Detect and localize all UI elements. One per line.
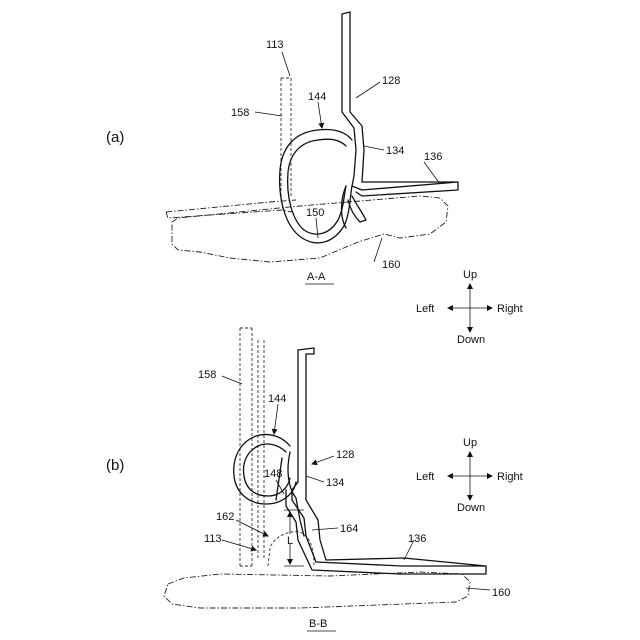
dir-up-a: Up xyxy=(463,269,477,281)
part-144-bulb-a xyxy=(280,129,352,242)
ref-113-b: 113 xyxy=(204,533,222,545)
leader-136-a xyxy=(424,162,440,184)
leader-144-a xyxy=(318,102,322,128)
panel-a: (a) 113 158 144 128 134 136 150 160 A-A xyxy=(106,12,523,346)
leader-134-a xyxy=(364,146,384,150)
ref-150-a: 150 xyxy=(306,207,324,219)
part-160-outline-b xyxy=(164,572,470,608)
ref-136-a: 136 xyxy=(424,151,442,163)
leader-113-b xyxy=(222,540,256,550)
part-158-outline-a xyxy=(166,200,296,218)
part-144-bulb-inner-a xyxy=(288,139,346,234)
ref-158-a: 158 xyxy=(231,107,249,119)
direction-indicator-b: Up Down Left Right xyxy=(416,437,523,514)
dir-right-b: Right xyxy=(497,471,523,483)
leader-128-b xyxy=(312,456,334,464)
ref-L-b: L xyxy=(287,535,293,547)
part-128-body-a xyxy=(342,12,458,196)
ref-113-a: 113 xyxy=(266,39,284,51)
leader-113-a xyxy=(282,52,290,76)
leader-128-a xyxy=(356,82,380,98)
leader-158-a xyxy=(255,112,282,116)
part-113-panel-b xyxy=(258,340,264,560)
ref-134-b: 134 xyxy=(326,477,344,489)
panel-b: (b) L xyxy=(106,328,523,631)
dir-left-b: Left xyxy=(416,471,434,483)
ref-144-a: 144 xyxy=(308,91,326,103)
leader-164-b xyxy=(312,528,338,530)
leader-158-b xyxy=(222,376,242,384)
dir-up-b: Up xyxy=(463,437,477,449)
leader-144-b xyxy=(274,404,278,434)
leader-150-a xyxy=(316,218,318,238)
ref-162-b: 162 xyxy=(216,511,234,523)
leader-160-b xyxy=(466,588,490,590)
part-160-outline-a xyxy=(172,196,448,262)
section-label-b: B-B xyxy=(309,618,327,630)
panel-b-label: (b) xyxy=(106,457,124,474)
ref-160-a: 160 xyxy=(382,259,400,271)
dir-down-b: Down xyxy=(457,502,485,514)
ref-144-b: 144 xyxy=(268,393,286,405)
leader-160-a xyxy=(374,238,382,262)
direction-indicator-a: Up Down Left Right xyxy=(416,269,523,346)
panel-a-label: (a) xyxy=(106,129,124,146)
section-label-a: A-A xyxy=(307,271,326,283)
ref-128-b: 128 xyxy=(336,449,354,461)
ref-158-b: 158 xyxy=(198,369,216,381)
part-113-panel-a xyxy=(281,78,291,196)
ref-160-b: 160 xyxy=(492,587,510,599)
dir-left-a: Left xyxy=(416,303,434,315)
ref-134-a: 134 xyxy=(386,145,404,157)
ref-164-b: 164 xyxy=(340,523,358,535)
leader-134-b xyxy=(306,476,324,482)
ref-128-a: 128 xyxy=(382,75,400,87)
ref-148-b: 148 xyxy=(264,468,282,480)
dir-down-a: Down xyxy=(457,334,485,346)
ref-136-b: 136 xyxy=(408,533,426,545)
dir-right-a: Right xyxy=(497,303,523,315)
part-128-body-b xyxy=(286,348,486,574)
